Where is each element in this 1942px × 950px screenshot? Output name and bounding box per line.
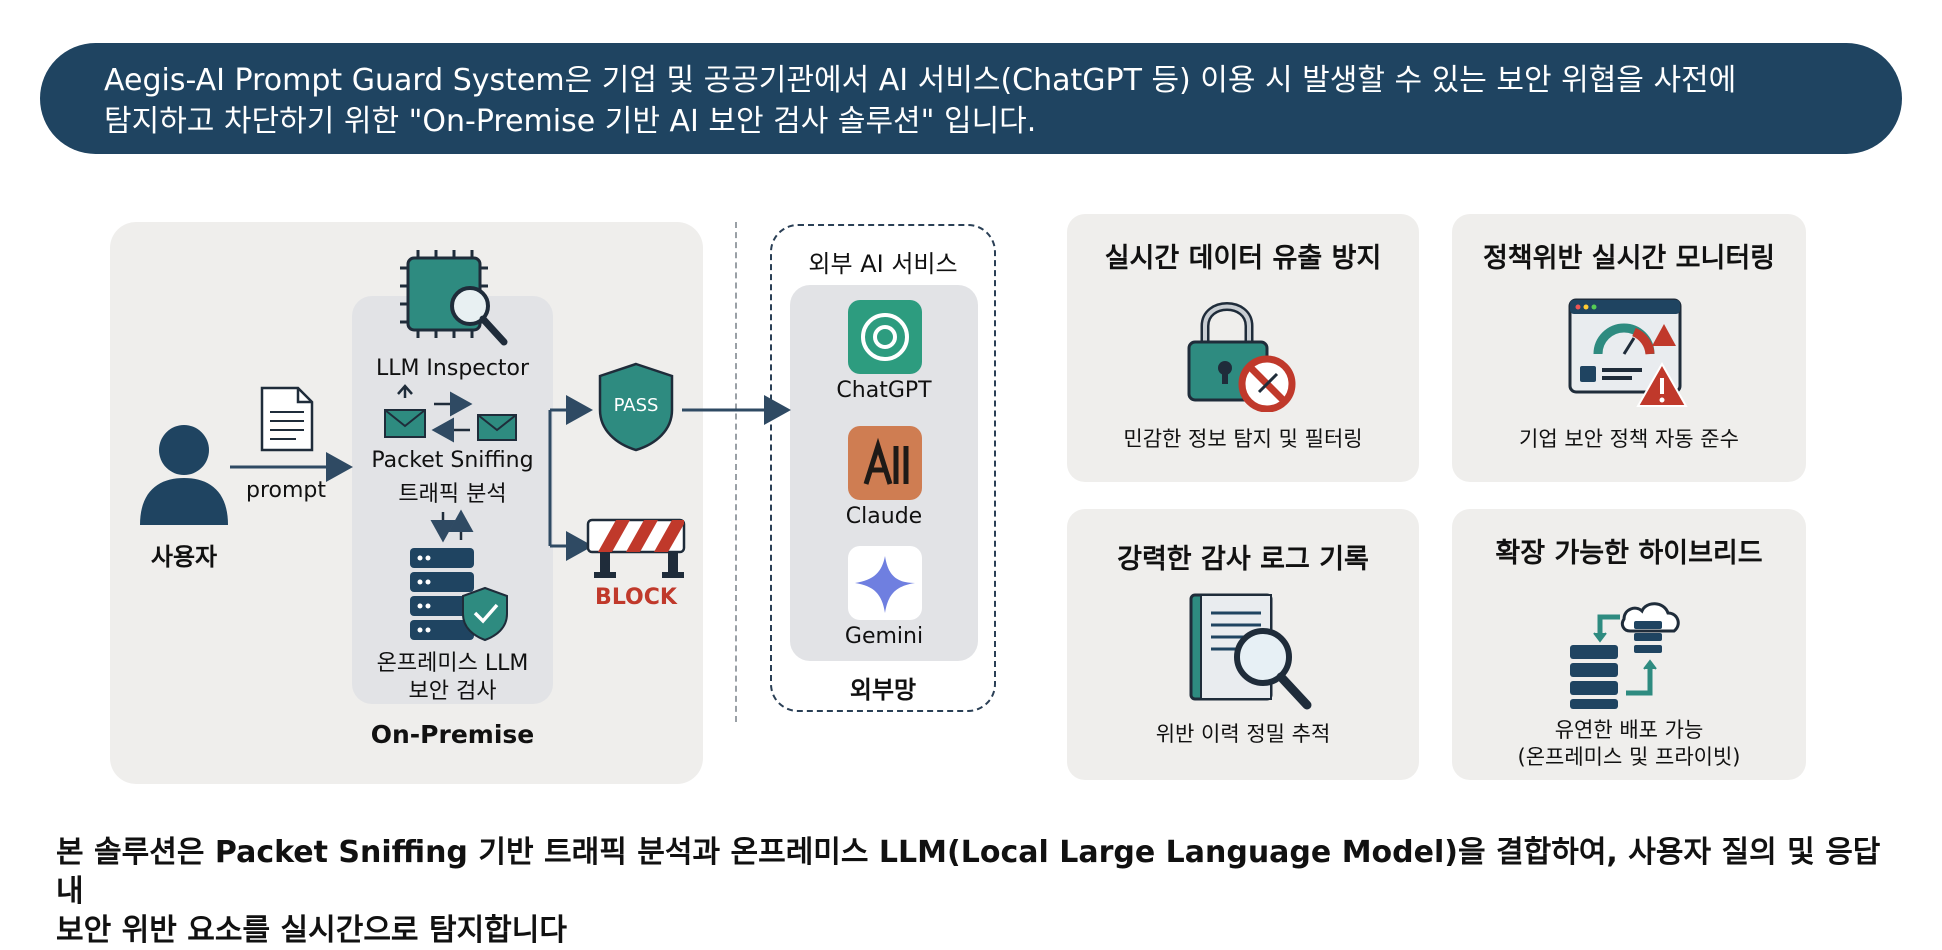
feature-title: 실시간 데이터 유출 방지 — [1104, 243, 1382, 274]
feature-desc: 기업 보안 정책 자동 준수 — [1519, 427, 1739, 451]
external-services-frame — [770, 224, 996, 712]
service-label-claude: Claude — [845, 504, 923, 529]
block-label: BLOCK — [595, 585, 677, 610]
updown-arrows — [430, 509, 474, 543]
feature-desc-1: 유연한 배포 가능 — [1554, 718, 1704, 742]
feature-desc: 위반 이력 정밀 추적 — [1155, 722, 1331, 746]
feature-title: 강력한 감사 로그 기록 — [1117, 544, 1369, 575]
sniffing-label-1: Packet Sniffing — [371, 448, 534, 473]
prompt-label: prompt — [245, 478, 326, 503]
server-cloud-sync-icon — [1570, 602, 1680, 709]
summary-line-2: 보안 위반 요소를 실시간으로 탐지합니다 — [56, 913, 567, 948]
feature-title: 확장 가능한 하이브리드 — [1495, 538, 1763, 569]
feature-card-hybrid: 확장 가능한 하이브리드 유연한 배포 가능 (온프레미스 및 프라이빗) — [1452, 509, 1806, 780]
service-label-chatgpt: ChatGPT — [836, 378, 932, 403]
local-llm-label-2: 보안 검사 — [408, 679, 497, 704]
feature-card-policy-monitoring: 정책위반 실시간 모니터링 기업 보안 정책 자동 준수 — [1452, 214, 1806, 482]
external-services-title: 외부 AI 서비스 — [808, 250, 958, 278]
local-llm-label-1: 온프레미스 LLM — [376, 651, 529, 676]
user-icon — [140, 425, 228, 525]
document-icon — [260, 386, 314, 452]
server-shield-icon — [410, 548, 508, 642]
feature-desc-2: (온프레미스 및 프라이빗) — [1517, 745, 1741, 769]
sniffing-label-2: 트래픽 분석 — [398, 482, 507, 507]
summary-text: 본 솔루션은 Packet Sniffing 기반 트래픽 분석과 온프레미스 … — [56, 833, 1886, 950]
user-label: 사용자 — [150, 543, 218, 571]
feature-card-audit-log: 강력한 감사 로그 기록 위반 이력 정밀 추적 — [1067, 509, 1419, 780]
feature-desc: 민감한 정보 탐지 및 필터링 — [1123, 427, 1363, 451]
on-premise-label: On-Premise — [370, 720, 535, 749]
chip-magnifier-icon — [400, 250, 508, 346]
pass-label: PASS — [613, 395, 659, 416]
claude-logo-icon — [848, 426, 922, 500]
pass-shield-icon — [598, 362, 674, 452]
chatgpt-logo-icon — [848, 300, 922, 374]
feature-card-leak-prevention: 실시간 데이터 유출 방지 민감한 정보 탐지 및 필터링 — [1067, 214, 1419, 482]
inspector-label: LLM Inspector — [375, 356, 530, 381]
gemini-logo-icon — [848, 546, 922, 620]
intro-banner: Aegis-AI Prompt Guard System은 기업 및 공공기관에… — [40, 43, 1902, 154]
lock-blocked-icon — [1187, 302, 1296, 412]
dashboard-warning-icon — [1568, 298, 1688, 407]
intro-line-1: Aegis-AI Prompt Guard System은 기업 및 공공기관에… — [104, 63, 1737, 98]
external-network-label: 외부망 — [849, 676, 917, 704]
service-label-gemini: Gemini — [844, 624, 924, 649]
intro-line-2: 탐지하고 차단하기 위한 "On-Premise 기반 AI 보안 검사 솔루션… — [104, 104, 1037, 139]
block-barrier-icon — [586, 518, 686, 578]
feature-title: 정책위반 실시간 모니터링 — [1482, 243, 1776, 274]
network-divider — [735, 222, 737, 722]
mail-exchange-icon — [384, 384, 517, 443]
log-book-magnifier-icon — [1189, 593, 1312, 710]
summary-line-1: 본 솔루션은 Packet Sniffing 기반 트래픽 분석과 온프레미스 … — [56, 835, 1881, 909]
